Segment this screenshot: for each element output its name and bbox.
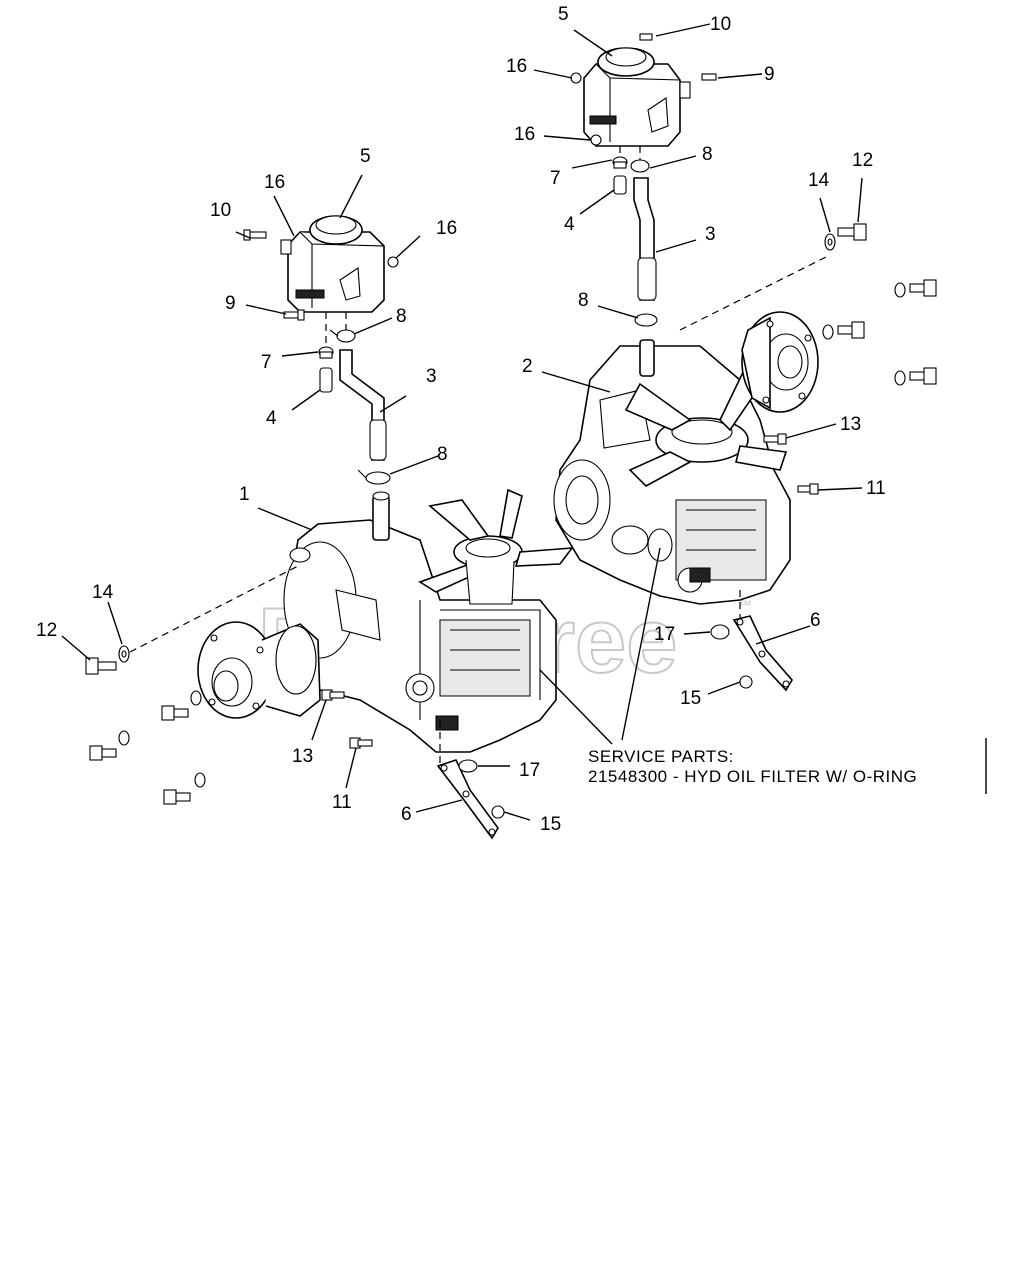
callout-right-8-top: 8 <box>702 144 713 165</box>
left-clamp-8-top[interactable] <box>329 329 356 343</box>
callout-left-8-bottom: 8 <box>437 444 448 465</box>
right-fitting-4[interactable] <box>613 175 627 195</box>
left-washer-14[interactable] <box>118 645 130 663</box>
callout-left-14: 14 <box>92 582 114 603</box>
callout-right-15: 15 <box>680 688 701 709</box>
callout-right-5: 5 <box>558 4 569 25</box>
callout-right-8-bottom: 8 <box>578 290 589 311</box>
left-screw-13[interactable] <box>321 689 345 701</box>
callout-right-7: 7 <box>550 168 561 189</box>
right-hose-3[interactable] <box>633 177 657 301</box>
left-callouts: 1 3 4 5 6 7 8 8 9 10 11 12 13 14 15 16 1… <box>36 146 561 835</box>
right-wheel-hub[interactable] <box>741 311 819 413</box>
callout-left-11: 11 <box>332 792 352 813</box>
callout-right-17: 17 <box>654 624 675 645</box>
service-parts-heading: SERVICE PARTS: <box>588 747 734 766</box>
right-bolt-12[interactable] <box>837 223 867 241</box>
right-cooling-fan[interactable] <box>624 364 788 487</box>
callout-right-6: 6 <box>810 610 821 631</box>
right-washer-14[interactable] <box>824 233 836 251</box>
callout-left-15: 15 <box>540 814 561 835</box>
callout-right-13: 13 <box>840 414 861 435</box>
left-screw-10[interactable] <box>243 229 267 241</box>
callout-right-3: 3 <box>705 224 716 245</box>
right-screw-10[interactable] <box>639 33 653 41</box>
callout-right-11: 11 <box>866 478 886 499</box>
right-screw-13[interactable] <box>763 433 787 445</box>
callout-right-12: 12 <box>852 150 873 171</box>
right-callouts: 2 3 4 5 6 7 8 8 9 10 11 12 13 14 15 16 1… <box>506 4 886 709</box>
callout-right-16-bottom: 16 <box>514 124 535 145</box>
callout-right-4: 4 <box>564 214 575 235</box>
callout-left-16-top: 16 <box>264 172 285 193</box>
right-reservoir-tank[interactable] <box>583 47 691 147</box>
service-parts-note: SERVICE PARTS: 21548300 - HYD OIL FILTER… <box>588 738 987 794</box>
left-fitting-4[interactable] <box>319 367 333 393</box>
callout-right-14: 14 <box>808 170 830 191</box>
watermark-trademark: ™ <box>738 597 752 613</box>
left-wheel-hub[interactable] <box>197 621 321 719</box>
right-clamp-8-top[interactable] <box>630 159 650 173</box>
left-clamp-8-bottom[interactable] <box>357 469 391 485</box>
callout-left-10: 10 <box>210 200 231 221</box>
callout-left-3: 3 <box>426 366 437 387</box>
callout-right-16-top: 16 <box>506 56 527 77</box>
right-screw-11[interactable] <box>797 483 819 495</box>
right-transaxle-assembly <box>553 33 937 692</box>
callout-left-7: 7 <box>261 352 272 373</box>
left-screw-9[interactable] <box>283 309 305 321</box>
right-screw-9[interactable] <box>701 73 717 81</box>
right-lug-bolts[interactable] <box>822 279 937 386</box>
callout-left-13: 13 <box>292 746 313 767</box>
left-nut-15[interactable] <box>491 805 505 819</box>
callout-left-4: 4 <box>266 408 277 429</box>
left-transaxle-assembly <box>85 215 574 840</box>
callout-left-6: 6 <box>401 804 412 825</box>
callout-left-1: 1 <box>239 484 250 505</box>
left-bracket-6[interactable] <box>436 759 499 840</box>
callout-right-2: 2 <box>522 356 533 377</box>
callout-left-5: 5 <box>360 146 371 167</box>
right-nut-16-bottom[interactable] <box>590 134 602 146</box>
left-reservoir-tank[interactable] <box>280 215 385 313</box>
left-hose-3[interactable] <box>339 349 387 461</box>
callout-right-10: 10 <box>710 14 731 35</box>
callout-left-16-right: 16 <box>436 218 457 239</box>
callout-right-9: 9 <box>764 64 775 85</box>
left-transaxle-housing-1[interactable] <box>283 491 557 753</box>
right-nut-16-top[interactable] <box>570 72 582 84</box>
left-bolt-12[interactable] <box>85 657 117 675</box>
right-bracket-6[interactable] <box>732 615 793 692</box>
right-filter-17[interactable] <box>710 624 730 640</box>
service-parts-line: 21548300 - HYD OIL FILTER W/ O-RING <box>588 767 917 786</box>
left-nut-16[interactable] <box>387 256 399 268</box>
left-filter-17[interactable] <box>458 759 478 773</box>
callout-left-17: 17 <box>519 760 540 781</box>
callout-left-12: 12 <box>36 620 57 641</box>
callout-left-9: 9 <box>225 293 236 314</box>
left-grommet-7[interactable] <box>318 346 334 359</box>
left-screw-11[interactable] <box>349 737 373 749</box>
callout-left-8-top: 8 <box>396 306 407 327</box>
leader-lines <box>61 23 863 821</box>
right-grommet-7[interactable] <box>612 156 628 169</box>
left-lug-bolts[interactable] <box>89 690 206 805</box>
right-clamp-8-bottom[interactable] <box>634 313 658 327</box>
right-nut-15[interactable] <box>739 675 753 689</box>
left-cooling-fan[interactable] <box>418 488 574 605</box>
